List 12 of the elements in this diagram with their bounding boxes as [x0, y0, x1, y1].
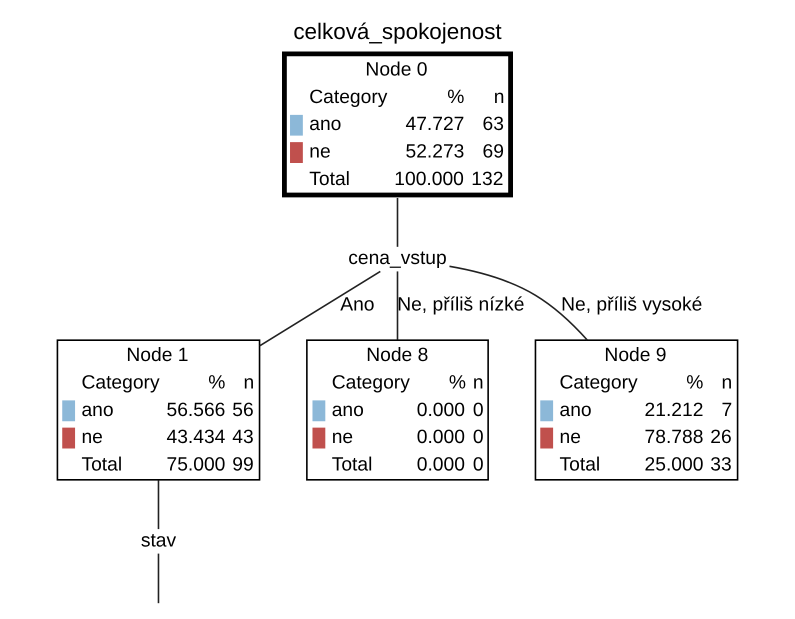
connector — [259, 270, 381, 347]
connector — [158, 480, 160, 530]
edge-label: Ano — [340, 294, 375, 316]
connector — [396, 271, 398, 340]
connector — [396, 198, 398, 247]
node-text: cena_vstup — [348, 248, 447, 270]
connector — [158, 554, 160, 604]
edge-label: Ne, příliš vysoké — [561, 294, 702, 316]
node-text: stav — [140, 530, 176, 552]
connector — [449, 266, 588, 340]
diagram-title: celková_spokojenost — [293, 18, 502, 44]
edge-label: Ne, příliš nízké — [397, 294, 525, 316]
